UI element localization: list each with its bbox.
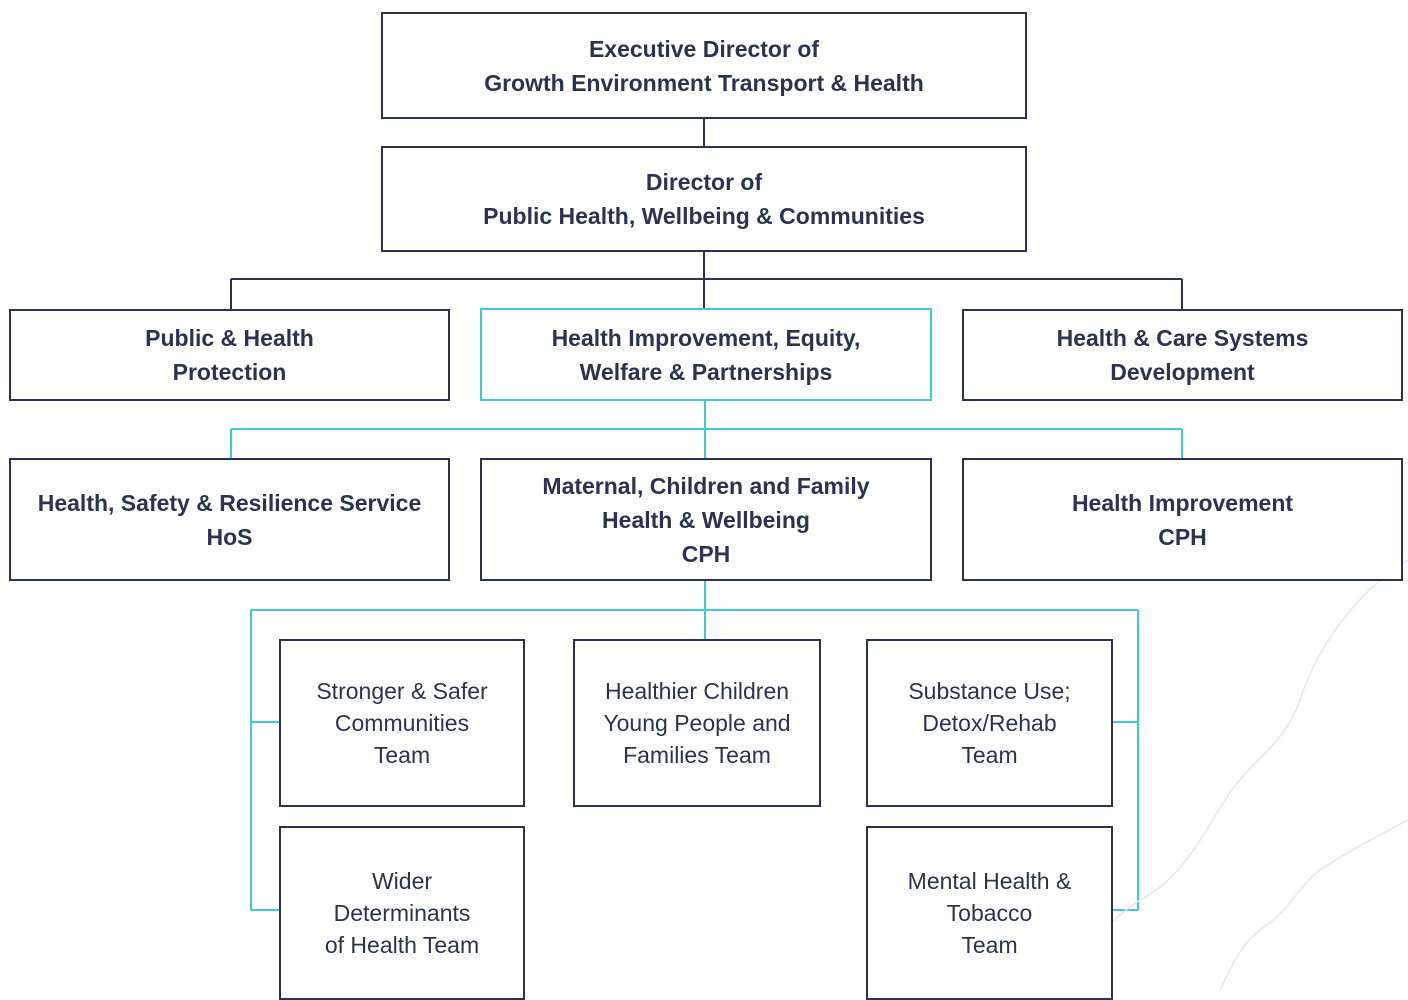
box-line: Executive Director of — [588, 35, 820, 62]
box-line: Public & Health — [145, 325, 314, 351]
box-line: Health, Safety & Resilience Service — [37, 489, 422, 516]
org-box-health-improvement-cph: Health Improvement CPH — [962, 458, 1403, 581]
box-line: Public Health, Wellbeing & Communities — [483, 203, 925, 229]
box-line: Director of — [645, 169, 763, 195]
box-line: Health Improvement — [1071, 489, 1294, 516]
box-line: Team — [961, 742, 1018, 768]
box-line: Substance Use; — [908, 678, 1071, 704]
box-line: Protection — [172, 359, 287, 385]
box-line: Team — [373, 742, 431, 768]
box-line: Families Team — [623, 742, 771, 768]
org-box-health-improvement-equity: Health Improvement, Equity, Welfare & Pa… — [480, 308, 932, 401]
box-line: Team — [961, 932, 1018, 958]
box-line: Healthier Children — [604, 678, 790, 704]
team-box-mental-health-tobacco: Mental Health & Tobacco Team — [866, 826, 1113, 1000]
team-box-stronger-safer: Stronger & Safer Communities Team — [279, 639, 525, 807]
box-line: Wider — [371, 868, 433, 894]
org-box-public-health-protection: Public & Health Protection — [9, 309, 450, 401]
box-line: CPH — [681, 540, 731, 567]
box-line: CPH — [1158, 523, 1207, 550]
box-line: Determinants — [333, 900, 471, 926]
box-line: Tobacco — [946, 900, 1033, 926]
org-box-executive-director: Executive Director of Growth Environment… — [381, 12, 1027, 119]
org-box-health-safety-resilience: Health, Safety & Resilience Service HoS — [9, 458, 450, 581]
org-box-maternal-children-family: Maternal, Children and Family Health & W… — [480, 458, 932, 581]
box-line: Health & Care Systems — [1056, 325, 1309, 351]
box-line: Welfare & Partnerships — [579, 358, 833, 385]
box-line: Maternal, Children and Family — [542, 472, 870, 499]
box-line: HoS — [206, 523, 253, 550]
box-line: Stronger & Safer — [316, 678, 488, 704]
box-line: Detox/Rehab — [922, 710, 1057, 736]
team-box-wider-determinants: Wider Determinants of Health Team — [279, 826, 525, 1000]
box-line: Development — [1110, 359, 1255, 385]
box-line: Young People and — [603, 710, 791, 736]
box-line: Health Improvement, Equity, — [551, 324, 861, 351]
box-line: of Health Team — [324, 932, 480, 958]
org-box-health-care-systems: Health & Care Systems Development — [962, 309, 1403, 401]
box-line: Growth Environment Transport & Health — [484, 69, 924, 96]
box-line: Communities — [334, 710, 470, 736]
team-box-healthier-children: Healthier Children Young People and Fami… — [573, 639, 821, 807]
org-box-director-public-health: Director of Public Health, Wellbeing & C… — [381, 146, 1027, 252]
box-line: Health & Wellbeing — [602, 506, 810, 533]
box-line: Mental Health & — [907, 868, 1072, 894]
team-box-substance-use: Substance Use; Detox/Rehab Team — [866, 639, 1113, 807]
